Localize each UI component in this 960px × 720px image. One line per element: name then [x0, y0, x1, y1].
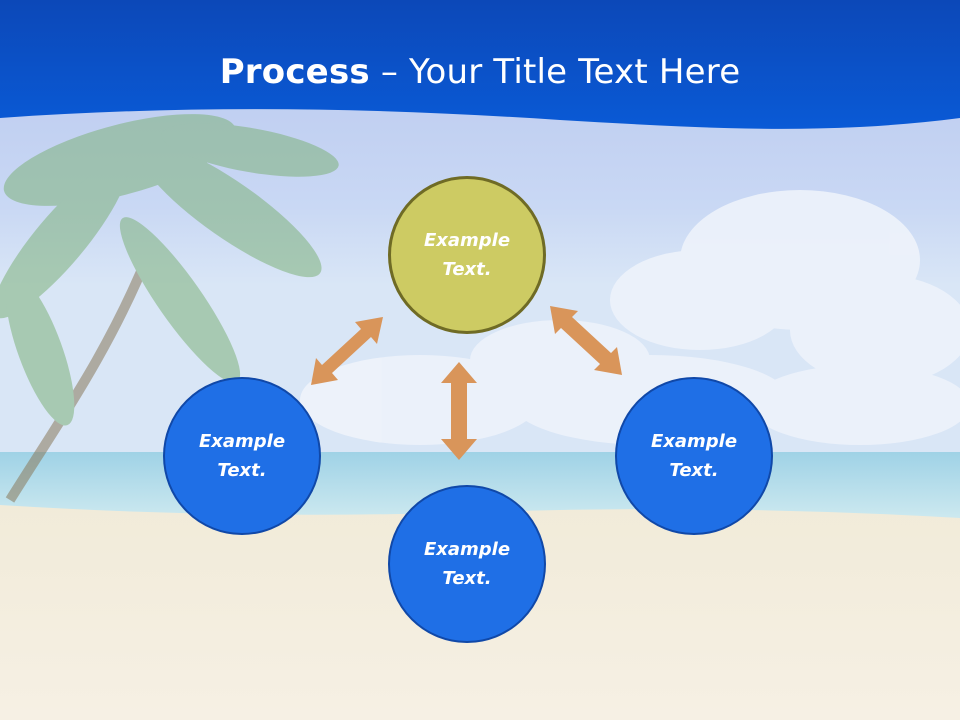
node-top-label: Example Text. — [423, 230, 511, 280]
title-rest: – Your Title Text Here — [369, 52, 741, 92]
node-right: Example Text. — [615, 377, 773, 535]
page-title: Process – Your Title Text Here — [0, 52, 960, 92]
node-left-label: Example Text. — [198, 431, 286, 481]
node-top: Example Text. — [388, 176, 546, 334]
node-bottom: Example Text. — [388, 485, 546, 643]
title-bold: Process — [219, 52, 370, 92]
node-bottom-label: Example Text. — [423, 539, 511, 589]
node-right-label: Example Text. — [650, 431, 738, 481]
node-left: Example Text. — [163, 377, 321, 535]
